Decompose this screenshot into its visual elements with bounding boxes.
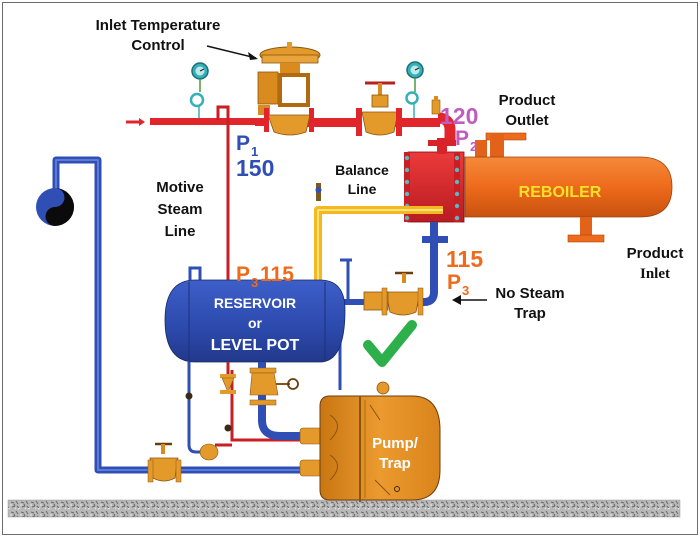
pressure-p1: P 1 150 xyxy=(236,132,274,181)
p3-reboiler-value: 115 xyxy=(446,246,483,272)
product-inlet-label-line2: Inlet xyxy=(640,266,670,282)
balance-line-vent-icon xyxy=(315,183,322,201)
reboiler[interactable] xyxy=(404,132,673,243)
isolation-valve-return[interactable] xyxy=(147,442,182,483)
checkmark-icon xyxy=(363,320,417,367)
steam-inlet-line xyxy=(150,112,456,145)
p3-reboiler-symbol: P xyxy=(447,271,461,294)
inlet-temperature-control-label-line1: Inlet Temperature xyxy=(96,17,221,34)
p3-reservoir-symbol: P xyxy=(236,263,250,286)
strainer-icon xyxy=(199,443,219,461)
reservoir-label-line1: RESERVOIR xyxy=(214,295,296,311)
no-steam-trap-label-line2: Trap xyxy=(514,305,546,322)
reboiler-bolts xyxy=(404,155,460,221)
product-inlet-label-line1: Product xyxy=(627,245,684,262)
pump-trap-label-line1: Pump/ xyxy=(372,435,419,452)
p1-value: 150 xyxy=(236,155,274,181)
p1-subscript: 1 xyxy=(251,144,258,159)
reservoir-label-line2: or xyxy=(248,315,263,331)
pressure-p3-reservoir: P 3 115 xyxy=(236,263,294,290)
fitting-dot-icon xyxy=(185,392,193,400)
p1-symbol: P xyxy=(236,132,250,155)
reboiler-label: REBOILER xyxy=(519,184,602,201)
motive-steam-line-label-line3: Line xyxy=(165,223,196,240)
pressure-gauge-p2-icon xyxy=(405,61,424,118)
pointer-arrow-icon xyxy=(206,45,257,59)
pressure-p2: 120 P 2 xyxy=(440,103,478,154)
p2-symbol: P xyxy=(455,127,469,150)
p3-reservoir-subscript: 3 xyxy=(251,275,258,290)
inlet-temperature-control-valve[interactable] xyxy=(255,42,323,136)
vacuum-breaker-icon xyxy=(36,188,74,226)
inlet-check-valve[interactable] xyxy=(249,367,299,406)
balance-line-label-line1: Balance xyxy=(335,162,389,178)
no-steam-trap-arrow-head-icon xyxy=(452,295,461,305)
check-valve-motive xyxy=(220,374,236,394)
p3-reboiler-subscript: 3 xyxy=(462,283,469,298)
balance-line-label-line2: Line xyxy=(348,181,377,197)
vent-fitting-icon xyxy=(431,96,441,115)
p2-value: 120 xyxy=(440,103,478,129)
pump-trap[interactable] xyxy=(319,381,441,502)
reservoir-level-pot[interactable] xyxy=(164,266,346,363)
balance-line xyxy=(314,206,443,300)
p3-reservoir-value: 115 xyxy=(260,263,294,286)
product-outlet-label-line2: Outlet xyxy=(505,112,548,129)
product-outlet-label-line1: Product xyxy=(499,92,556,109)
p2-subscript: 2 xyxy=(470,139,477,154)
pressure-gauge-p1-icon xyxy=(189,62,209,118)
motive-steam-line-label-line1: Motive xyxy=(156,179,204,196)
reservoir-label-line3: LEVEL POT xyxy=(211,337,300,354)
pump-inlet-union xyxy=(299,427,323,477)
pump-trap-label-line2: Trap xyxy=(379,455,411,472)
pointer-arrow-head-icon xyxy=(248,52,258,60)
isolation-valve-condensate[interactable] xyxy=(363,271,424,316)
inlet-temperature-control-label-line2: Control xyxy=(131,37,184,54)
no-steam-trap-label-line1: No Steam xyxy=(495,285,564,302)
flow-arrow-head-icon xyxy=(139,118,145,126)
motive-steam-line-label-line2: Steam xyxy=(157,201,202,218)
fitting-dot-icon xyxy=(224,424,232,432)
floor xyxy=(7,499,681,518)
isolation-valve-steam[interactable] xyxy=(356,81,402,136)
pressure-p3-reboiler: 115 P 3 xyxy=(446,246,483,298)
